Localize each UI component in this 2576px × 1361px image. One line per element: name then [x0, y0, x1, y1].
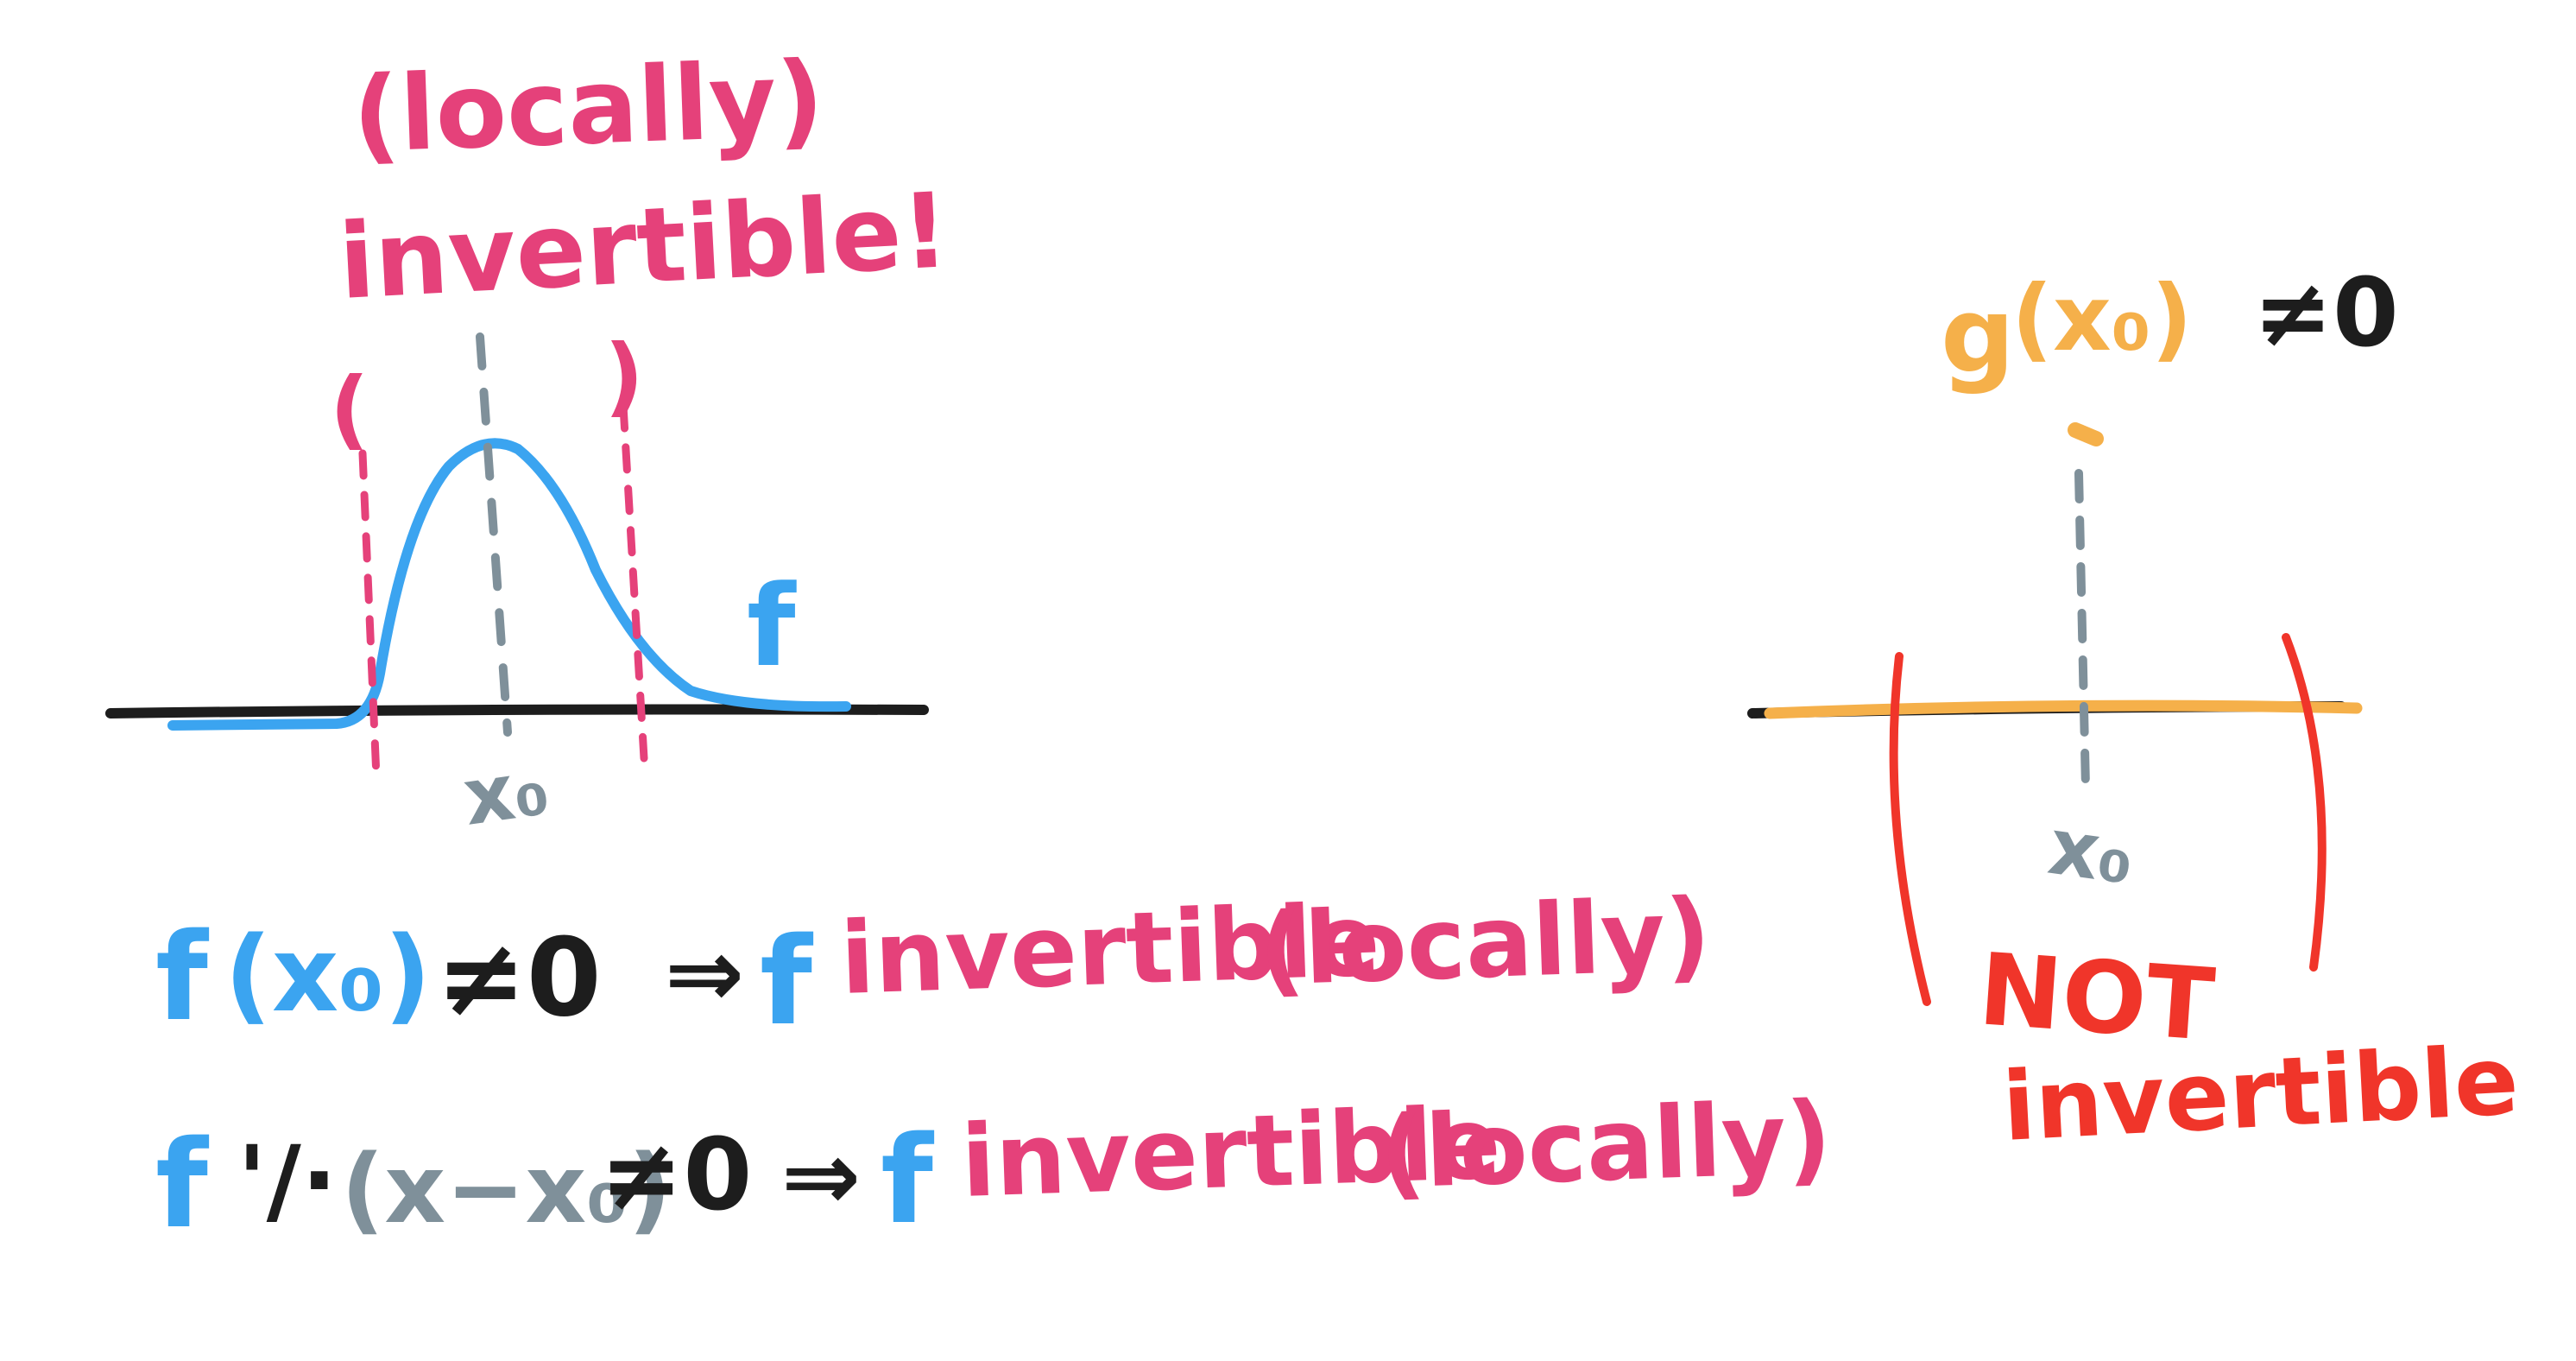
line2-invertible: invertible — [959, 1086, 1502, 1220]
f-curve-label: f — [747, 560, 797, 692]
line1-f: f — [155, 908, 210, 1048]
line1-invertible: invertible — [838, 883, 1381, 1017]
line1-locally: (locally) — [1257, 877, 1712, 1009]
line1-implies: ⇒ — [665, 918, 744, 1029]
invertible-note: invertible! — [336, 171, 951, 323]
x0-dashed-line-right — [2074, 469, 2090, 792]
left-bound-dashed-line — [358, 449, 381, 782]
g-nonzero-condition: ≠0 — [2253, 257, 2399, 368]
statement-line-2: f '/· (x−x₀) ≠0 ⇒ f invertible (locally) — [155, 1080, 1834, 1256]
line2-f-rhs: f — [881, 1111, 935, 1251]
line2-implies: ⇒ — [781, 1121, 861, 1231]
line2-argument: (x−x₀) — [341, 1134, 672, 1244]
line1-argument: (x₀) — [224, 915, 432, 1035]
line1-neq-zero: ≠0 — [436, 915, 602, 1041]
line2-neq-zero: ≠0 — [600, 1117, 752, 1233]
x0-label-left: x₀ — [458, 742, 553, 844]
red-right-paren — [2282, 633, 2327, 972]
line2-locally: (locally) — [1378, 1080, 1833, 1212]
red-left-paren — [1889, 652, 1931, 1006]
function-f-curve — [167, 438, 851, 731]
g-x0-point — [2068, 422, 2104, 446]
statement-line-1: f (x₀) ≠0 ⇒ f invertible (locally) — [155, 877, 1713, 1053]
line1-f-rhs: f — [760, 912, 814, 1053]
x0-dashed-line-left — [476, 332, 512, 737]
left-sketch: ( ) (locally) invertible! f x₀ — [105, 40, 952, 844]
right-bound-dashed-line — [619, 402, 648, 763]
locally-note: (locally) — [350, 40, 825, 176]
left-interval-paren: ( — [330, 358, 369, 459]
right-interval-paren: ) — [604, 326, 644, 427]
line2-f: f — [155, 1115, 210, 1256]
g-argument: (x₀) — [2011, 266, 2193, 371]
function-g-curve — [1764, 699, 2363, 719]
right-sketch: g (x₀) ≠0 x₀ NOT invertible — [1747, 257, 2522, 1162]
g-label: g — [1941, 276, 2015, 396]
line2-slash-dot: '/· — [237, 1125, 338, 1236]
not-label: NOT — [1975, 932, 2218, 1064]
x0-label-right: x₀ — [2043, 801, 2139, 903]
not-invertible-label: invertible — [2000, 1025, 2522, 1162]
